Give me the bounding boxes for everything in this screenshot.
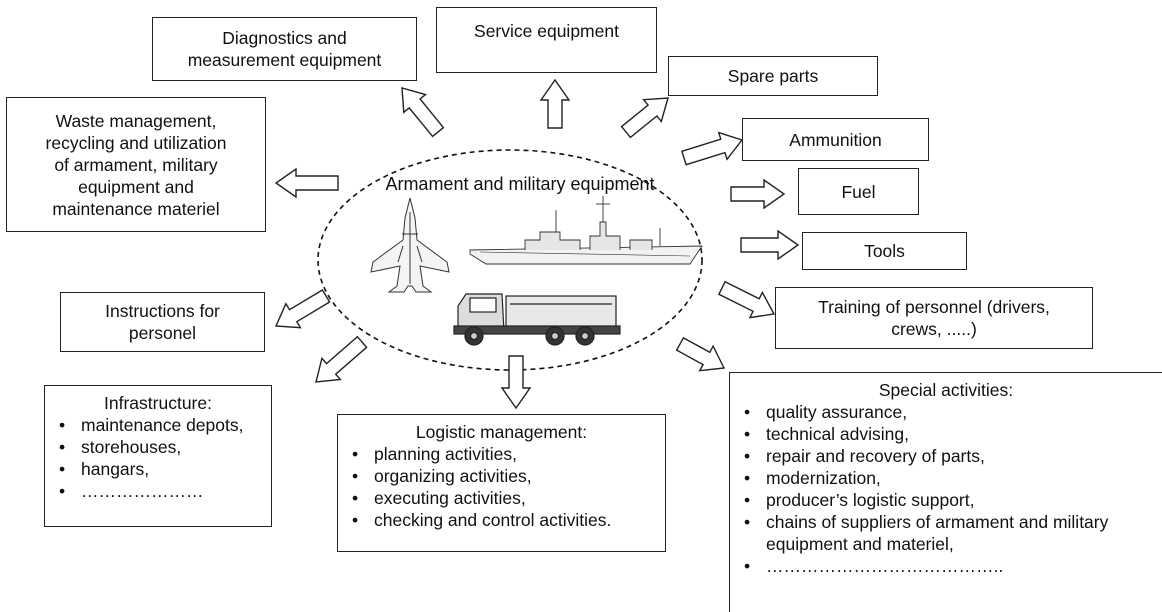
infrastructure-list: maintenance depots, storehouses, hangars…	[55, 414, 261, 502]
special-list: quality assurance, technical advising, r…	[740, 401, 1152, 577]
tools-label: Tools	[864, 241, 905, 261]
list-item: hangars,	[59, 458, 261, 480]
ammunition-box: Ammunition	[742, 118, 929, 161]
list-item: checking and control activities.	[352, 509, 655, 531]
military-truck-icon	[453, 293, 621, 346]
waste-line-1: Waste management,	[55, 110, 217, 131]
list-item: quality assurance,	[744, 401, 1152, 423]
waste-line-4: equipment and	[78, 176, 194, 197]
arrow-to-diagnostics	[401, 87, 445, 138]
arrow-to-logistic	[500, 355, 532, 410]
arrow-to-infrastructure	[315, 335, 368, 383]
diagnostics-line-1: Diagnostics and	[222, 28, 347, 48]
list-item: executing activities,	[352, 487, 655, 509]
waste-line-5: maintenance materiel	[52, 198, 220, 219]
instructions-line-1: Instructions for	[105, 301, 220, 321]
spare-parts-label: Spare parts	[727, 66, 819, 86]
training-box: Training of personnel (drivers, crews, .…	[775, 287, 1093, 349]
arrow-to-special	[675, 336, 726, 372]
instructions-line-2: personel	[128, 323, 197, 343]
special-activities-box: Special activities: quality assurance, t…	[729, 372, 1162, 612]
list-item: storehouses,	[59, 436, 261, 458]
arrow-to-instructions	[274, 289, 331, 329]
list-item: repair and recovery of parts,	[744, 445, 1152, 467]
logistic-list: planning activities, organizing activiti…	[348, 443, 655, 531]
arrow-to-waste	[274, 167, 339, 199]
list-item: …………………	[59, 480, 261, 502]
arrow-to-spare-parts	[620, 97, 669, 139]
service-label: Service equipment	[474, 21, 619, 41]
waste-line-3: of armament, military	[54, 154, 218, 175]
arrow-to-ammunition	[681, 131, 744, 166]
infrastructure-title: Infrastructure:	[104, 393, 212, 413]
special-title: Special activities:	[878, 380, 1014, 400]
logistic-title: Logistic management:	[415, 422, 588, 442]
arrow-to-training	[717, 280, 776, 319]
arrow-to-fuel	[730, 178, 786, 210]
training-line-2: crews, .....)	[891, 319, 977, 339]
arrow-to-service	[539, 78, 571, 129]
warship-icon	[469, 196, 703, 265]
hub-title: Armament and military equipment	[385, 174, 655, 194]
instructions-box: Instructions for personel	[60, 292, 265, 352]
training-line-1: Training of personnel (drivers,	[818, 297, 1050, 317]
diagnostics-line-2: measurement equipment	[187, 50, 382, 70]
ammunition-label: Ammunition	[789, 129, 882, 150]
infrastructure-box: Infrastructure: maintenance depots, stor…	[44, 385, 272, 527]
list-item: technical advising,	[744, 423, 1152, 445]
hub-ellipse	[317, 149, 703, 371]
fuel-box: Fuel	[798, 168, 919, 215]
logistic-management-box: Logistic management: planning activities…	[337, 414, 666, 552]
waste-line-2: recycling and utilization	[45, 132, 227, 153]
list-item: chains of suppliers of armament and mili…	[744, 511, 1152, 555]
list-item: organizing activities,	[352, 465, 655, 487]
fuel-label: Fuel	[841, 181, 876, 202]
list-item: …………………………………..	[744, 555, 1152, 577]
diagnostics-box: Diagnostics and measurement equipment	[152, 17, 417, 81]
spare-parts-box: Spare parts	[668, 56, 878, 96]
tools-box: Tools	[802, 232, 967, 270]
arrow-to-tools	[740, 229, 800, 261]
list-item: modernization,	[744, 467, 1152, 489]
list-item: planning activities,	[352, 443, 655, 465]
waste-box: Waste management, recycling and utilizat…	[6, 97, 266, 232]
fighter-jet-icon	[370, 197, 450, 293]
list-item: producer’s logistic support,	[744, 489, 1152, 511]
list-item: maintenance depots,	[59, 414, 261, 436]
service-box: Service equipment	[436, 7, 657, 73]
